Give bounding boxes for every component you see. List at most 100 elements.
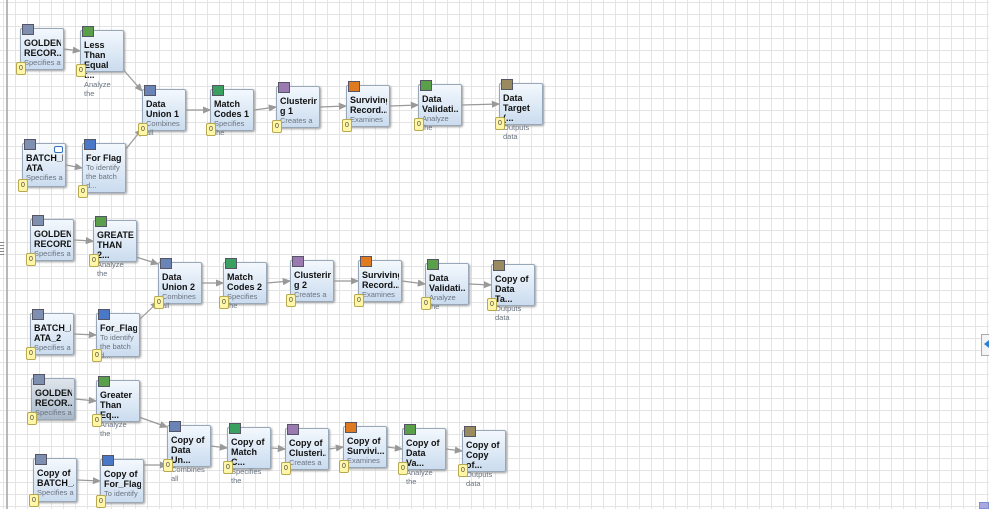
node-status-badge[interactable]: 0 [421, 297, 431, 310]
node-status-badge[interactable]: 0 [458, 464, 468, 477]
node-status-badge[interactable]: 0 [16, 62, 26, 75]
node-title: Copy of Data Ta... [495, 274, 529, 304]
node-status-badge[interactable]: 0 [272, 120, 282, 133]
connector-arrow[interactable] [76, 477, 102, 485]
node-status-badge[interactable]: 0 [27, 412, 37, 425]
node-description: Specifies a [34, 343, 71, 352]
node-status-badge[interactable]: 0 [495, 117, 505, 130]
connector-arrow[interactable] [73, 331, 98, 339]
node-status-badge[interactable]: 0 [89, 254, 99, 267]
surviving-record-icon [360, 256, 372, 267]
node-status-badge[interactable]: 0 [354, 294, 364, 307]
node-status-badge[interactable]: 0 [342, 119, 352, 132]
node-status-badge[interactable]: 0 [138, 123, 148, 136]
connector-arrow[interactable] [461, 100, 501, 108]
node-status-badge[interactable]: 0 [281, 462, 291, 475]
canvas-left-border [6, 0, 8, 509]
connector-arrow[interactable] [74, 396, 98, 404]
node-status-badge[interactable]: 0 [92, 414, 102, 427]
node-status-badge[interactable]: 0 [163, 459, 173, 472]
node-status-badge[interactable]: 0 [414, 118, 424, 131]
flow-node[interactable]: Copy of BATCH_...Specifies a0 [29, 454, 77, 507]
connector-arrow[interactable] [266, 278, 292, 286]
data-source-table-icon [35, 454, 47, 465]
node-status-badge[interactable]: 0 [206, 123, 216, 136]
node-status-badge[interactable]: 0 [219, 296, 229, 309]
node-status-badge[interactable]: 0 [96, 495, 106, 508]
node-status-badge[interactable]: 0 [26, 347, 36, 360]
overview-navigator-icon[interactable] [979, 502, 989, 509]
connector-arrow[interactable] [386, 444, 404, 452]
node-status-badge[interactable]: 0 [154, 296, 164, 309]
connector-arrow[interactable] [63, 46, 82, 54]
connector-arrow[interactable] [132, 255, 160, 266]
node-description: Analyze the [97, 260, 124, 278]
connector-arrow[interactable] [468, 281, 493, 289]
node-status-badge[interactable]: 0 [223, 461, 233, 474]
note-icon[interactable] [54, 146, 63, 153]
connector-arrow[interactable] [445, 446, 464, 454]
node-status-badge[interactable]: 0 [92, 349, 102, 362]
connector-arrow[interactable] [253, 104, 278, 112]
connector-arrow[interactable] [328, 444, 345, 452]
node-description: Specifies a [34, 249, 71, 258]
node-status-badge[interactable]: 0 [398, 462, 408, 475]
node-description: Specifies the [227, 292, 258, 310]
node-title: BATCH_D ATA_2 [34, 323, 71, 343]
node-status-badge[interactable]: 0 [78, 185, 88, 198]
connector-arrow[interactable] [389, 101, 420, 109]
connector-arrow[interactable] [319, 102, 348, 110]
flow-node[interactable]: GOLDEN_ RECOR...Specifies a0 [16, 24, 64, 75]
node-status-badge[interactable]: 0 [18, 179, 28, 192]
connector-arrow[interactable] [210, 443, 229, 451]
connector-arrow[interactable] [73, 237, 95, 245]
node-status-badge[interactable]: 0 [26, 253, 36, 266]
data-target-icon [493, 260, 505, 271]
flow-node[interactable]: GOLDEN_ RECOR...Specifies a0 [27, 374, 75, 425]
connector-arrow[interactable] [270, 444, 287, 453]
node-title: BATCH_D ATA [26, 153, 63, 173]
surviving-record-icon [345, 422, 357, 433]
node-status-badge[interactable]: 0 [487, 298, 497, 311]
connector-arrow[interactable] [135, 415, 169, 428]
splitter-grip[interactable] [0, 242, 4, 256]
node-status-badge[interactable]: 0 [76, 64, 86, 77]
expression-icon [98, 309, 110, 320]
node-description: To identify the batch d... [86, 163, 120, 190]
connector-arrow[interactable] [65, 163, 84, 171]
node-description: Creates a [280, 116, 313, 125]
node-status-badge[interactable]: 0 [339, 460, 349, 473]
node-description: Specifies a [35, 408, 72, 417]
connector-arrow[interactable] [401, 279, 427, 287]
collapse-panel-tab[interactable] [981, 334, 989, 356]
node-status-badge[interactable]: 0 [286, 294, 296, 307]
node-status-badge[interactable]: 0 [29, 494, 39, 507]
